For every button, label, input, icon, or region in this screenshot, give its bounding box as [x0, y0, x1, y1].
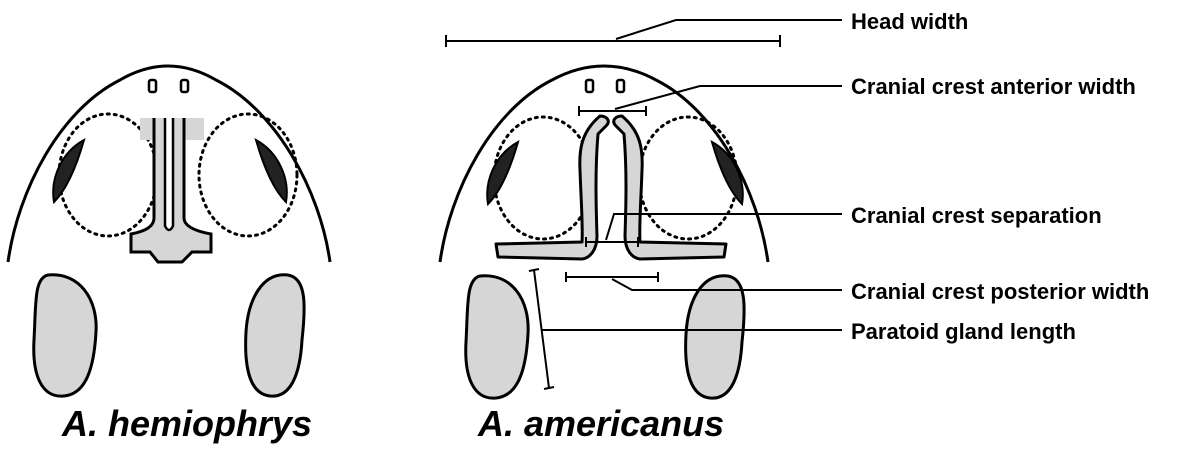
- species-label-americanus: A. americanus: [478, 406, 724, 442]
- label-crest-anterior-width: Cranial crest anterior width: [851, 76, 1136, 98]
- species-label-hemiophrys: A. hemiophrys: [62, 406, 312, 442]
- americanus-eye-left: [494, 117, 592, 239]
- americanus-figure: [440, 66, 768, 398]
- hemiophrys-dark-patch-right: [256, 140, 287, 202]
- crest-anterior-width-bar: [579, 106, 646, 116]
- americanus-eye-right: [639, 117, 737, 239]
- hemiophrys-figure: [8, 66, 330, 396]
- head-width-bar: [446, 35, 780, 47]
- americanus-paratoid-right: [686, 276, 745, 398]
- hemiophrys-cranial-groove: [165, 118, 173, 230]
- americanus-paratoid-left: [466, 276, 528, 398]
- leader-head-width: [616, 20, 842, 39]
- label-paratoid-length: Paratoid gland length: [851, 321, 1076, 343]
- americanus-cranial-crest-right: [614, 116, 726, 259]
- hemiophrys-paratoid-left: [34, 275, 96, 396]
- hemiophrys-paratoid-right: [246, 275, 305, 396]
- label-head-width: Head width: [851, 11, 968, 33]
- label-crest-separation: Cranial crest separation: [851, 205, 1102, 227]
- americanus-nostril-right: [617, 80, 624, 92]
- americanus-nostril-left: [586, 80, 593, 92]
- leader-crest-anterior-width: [615, 86, 842, 109]
- label-crest-posterior-width: Cranial crest posterior width: [851, 281, 1149, 303]
- hemiophrys-dark-patch-left: [53, 140, 84, 202]
- hemiophrys-nostril-left: [149, 80, 156, 92]
- americanus-dark-patch-left: [487, 142, 518, 204]
- crest-posterior-width-bar: [566, 272, 658, 282]
- hemiophrys-nostril-right: [181, 80, 188, 92]
